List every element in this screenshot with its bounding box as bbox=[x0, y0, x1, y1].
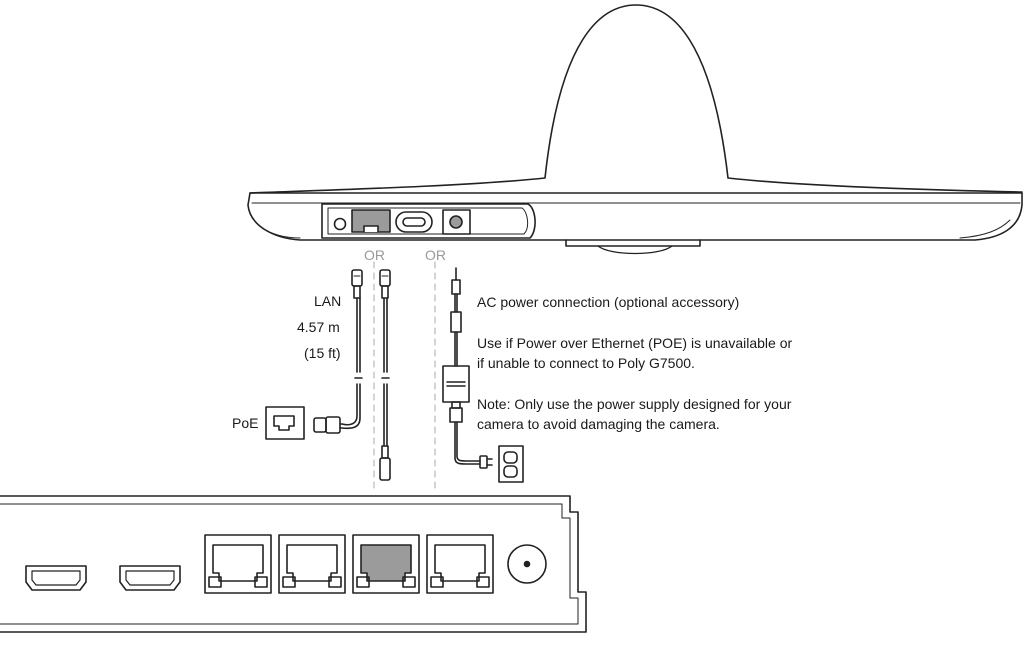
cable-length-feet: (15 ft) bbox=[304, 345, 341, 361]
ac-power-title: AC power connection (optional accessory) bbox=[477, 294, 740, 310]
codec-power-port bbox=[507, 544, 547, 584]
cable-length-meters: 4.57 m bbox=[297, 319, 340, 335]
wall-outlet-icon bbox=[498, 445, 524, 483]
camera-usbc-port bbox=[395, 211, 433, 233]
codec-lan-port-1 bbox=[204, 534, 272, 594]
power-adapter-brick bbox=[442, 365, 470, 403]
poe-unavailable-line2: if unable to connect to Poly G7500. bbox=[477, 355, 695, 371]
camera-port-panel bbox=[321, 203, 536, 239]
camera-dome bbox=[249, 4, 1023, 194]
codec-lan-port-4 bbox=[426, 534, 494, 594]
lan-cable-direct bbox=[379, 269, 391, 481]
lan-label: LAN bbox=[314, 293, 342, 309]
reset-button-icon bbox=[333, 217, 347, 231]
power-supply-note-line2: camera to avoid damaging the camera. bbox=[477, 416, 720, 432]
poe-unavailable-line1: Use if Power over Ethernet (POE) is unav… bbox=[477, 335, 793, 351]
or-label-left: OR bbox=[364, 247, 385, 263]
codec-lan-port-2 bbox=[278, 534, 346, 594]
camera-mount-plate bbox=[565, 239, 701, 247]
lan-cable-poe bbox=[313, 269, 363, 434]
power-supply-note-line1: Note: Only use the power supply designed… bbox=[477, 396, 792, 412]
poly-g7500-codec bbox=[0, 495, 587, 633]
hdmi-port-2 bbox=[119, 565, 181, 591]
hdmi-port-1 bbox=[25, 565, 87, 591]
poe-label: PoE bbox=[232, 415, 259, 431]
codec-lan-port-3-highlighted bbox=[352, 534, 420, 594]
camera-dc-port bbox=[442, 209, 471, 235]
camera-base bbox=[247, 192, 1023, 241]
ac-power-supply-cable bbox=[442, 267, 493, 469]
or-label-right: OR bbox=[425, 247, 446, 263]
poe-wall-jack-icon bbox=[265, 406, 305, 440]
